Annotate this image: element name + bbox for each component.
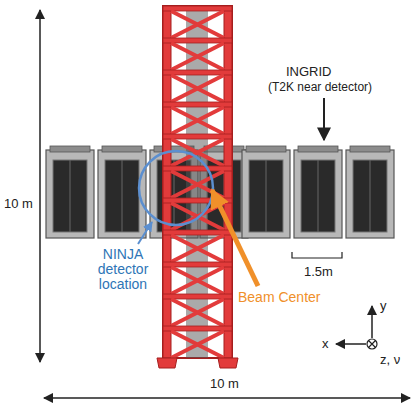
dimension-arrow: [44, 397, 410, 399]
detector-module: [242, 146, 290, 238]
beam-center-label: Beam Center: [238, 290, 320, 305]
location-label: NINJA detector location: [90, 247, 156, 292]
axis-into-page: [369, 341, 376, 348]
location-circle: [139, 151, 213, 225]
axis-label: y: [380, 298, 387, 313]
dimension-arrow: [39, 10, 41, 362]
axis-label: x: [322, 336, 329, 351]
detector-module: [346, 146, 394, 238]
detector-note: (T2K near detector): [268, 80, 372, 95]
support-tower: [157, 6, 238, 368]
leader-arrow: [323, 98, 325, 140]
axis-into-page: [367, 339, 377, 349]
axis-label: z, ν: [380, 352, 400, 367]
beam-arrow: [212, 190, 258, 286]
dimension-label: 10 m: [4, 196, 33, 211]
ingrid-modules: [46, 146, 394, 238]
dimension-bracket: [292, 252, 342, 258]
axis-arrow: [336, 343, 366, 345]
dimension-label: 10 m: [210, 376, 239, 391]
detector-module: [294, 146, 342, 238]
detector-module: [46, 146, 94, 238]
dimension-label: 1.5m: [304, 264, 333, 279]
leader-arrow: [138, 222, 152, 244]
detector-name: INGRID: [286, 64, 332, 79]
axis-arrow: [371, 306, 373, 338]
